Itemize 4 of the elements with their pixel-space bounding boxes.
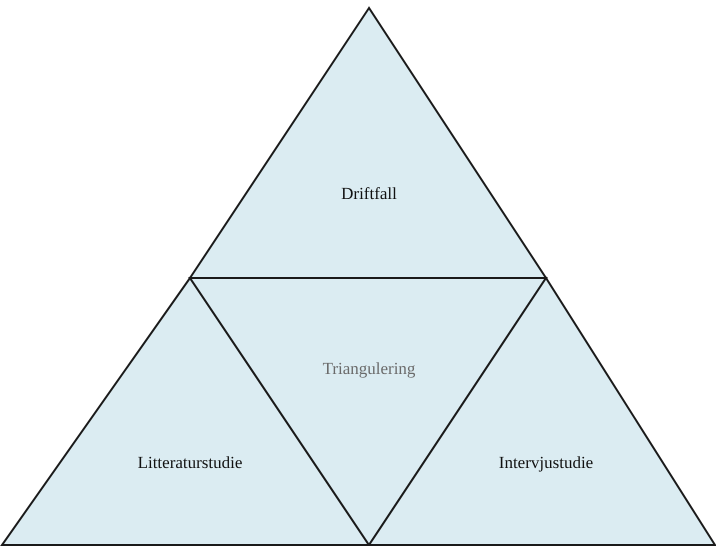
segment-label: Driftfall [341, 184, 397, 204]
segment-label: Intervjustudie [498, 453, 594, 473]
segment-label: Triangulering [322, 359, 416, 379]
segment-label: Litteraturstudie [138, 453, 242, 473]
